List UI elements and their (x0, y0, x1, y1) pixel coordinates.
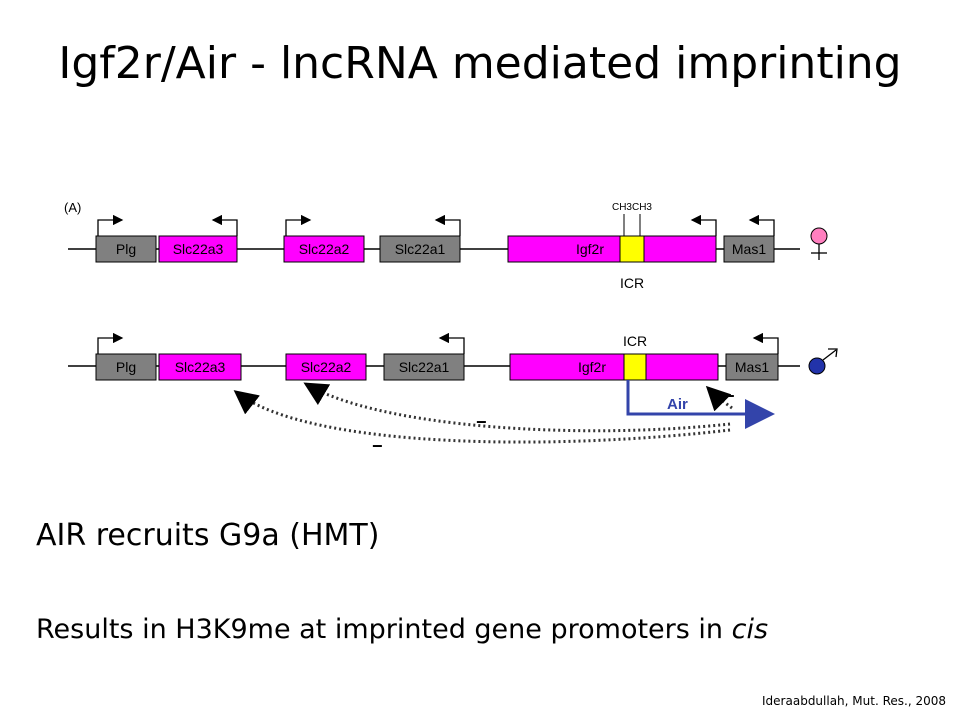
promoter-arrow (97, 332, 124, 354)
repression-sign: − (476, 412, 487, 432)
gene-label: Plg (116, 359, 136, 375)
maternal-gene-slc22a2: Slc22a2 (283, 235, 365, 263)
gene-label: Slc22a1 (399, 359, 450, 375)
gene-label: Plg (116, 241, 136, 257)
air-label: Air (667, 396, 688, 413)
maternal-gene-slc22a1: Slc22a1 (379, 235, 461, 263)
paternal-gene-mas1: Mas1 (725, 353, 779, 381)
gene-label: Igf2r (576, 241, 604, 257)
bullet-line-2: Results in H3K9me at imprinted gene prom… (36, 614, 768, 645)
paternal-gene-slc22a3: Slc22a3 (158, 353, 242, 381)
panel-label: (A) (64, 200, 81, 215)
maternal-gene-igf2r: Igf2r (507, 235, 717, 263)
promoter-arrow (438, 332, 465, 354)
maternal-gene-mas1: Mas1 (723, 235, 775, 263)
page-title: Igf2r/Air - lncRNA mediated imprinting (58, 38, 902, 89)
promoter-arrow (752, 332, 779, 354)
gene-label: Mas1 (732, 241, 766, 257)
promoter-arrow (97, 214, 124, 236)
paternal-gene-slc22a1: Slc22a1 (383, 353, 465, 381)
maternal-gene-slc22a3: Slc22a3 (158, 235, 238, 263)
bullet-line-2-text: Results in H3K9me at imprinted gene prom… (36, 614, 732, 645)
imprinting-diagram: (A) Plg Slc22a3 Slc22a2 Slc22a1 Igf2r Ma… (64, 200, 838, 456)
air-transcript-arrow (626, 380, 775, 429)
paternal-icr-label: ICR (623, 333, 647, 349)
promoter-arrow (285, 214, 312, 236)
repression-sign: − (724, 386, 735, 406)
male-icon (808, 348, 838, 375)
bullet-line-1: AIR recruits G9a (HMT) (36, 518, 380, 553)
promoter-arrow (211, 214, 238, 236)
methyl-label: CH3CH3 (612, 202, 652, 213)
maternal-icr-label: ICR (620, 275, 644, 291)
repression-sign: − (372, 436, 383, 456)
paternal-icr-box (623, 353, 647, 381)
maternal-icr-box (619, 235, 645, 263)
promoter-arrow (434, 214, 461, 236)
gene-label: Slc22a1 (395, 241, 446, 257)
gene-label: Slc22a3 (175, 359, 226, 375)
maternal-gene-plg: Plg (95, 235, 157, 263)
repression-arc-slc22a2 (303, 382, 731, 433)
paternal-gene-igf2r: Igf2r (509, 353, 719, 381)
gene-label: Slc22a2 (301, 359, 352, 375)
gene-label: Slc22a3 (173, 241, 224, 257)
repression-arc-mas1 (705, 385, 733, 412)
citation: Ideraabdullah, Mut. Res., 2008 (762, 694, 946, 708)
promoter-arrow (690, 214, 717, 236)
gene-label: Mas1 (735, 359, 769, 375)
gene-label: Igf2r (578, 359, 606, 375)
gene-label: Slc22a2 (299, 241, 350, 257)
paternal-gene-plg: Plg (95, 353, 157, 381)
paternal-gene-slc22a2: Slc22a2 (285, 353, 367, 381)
promoter-arrow (748, 214, 775, 236)
bullet-line-2-emphasis: cis (731, 614, 769, 645)
female-icon (810, 227, 828, 260)
